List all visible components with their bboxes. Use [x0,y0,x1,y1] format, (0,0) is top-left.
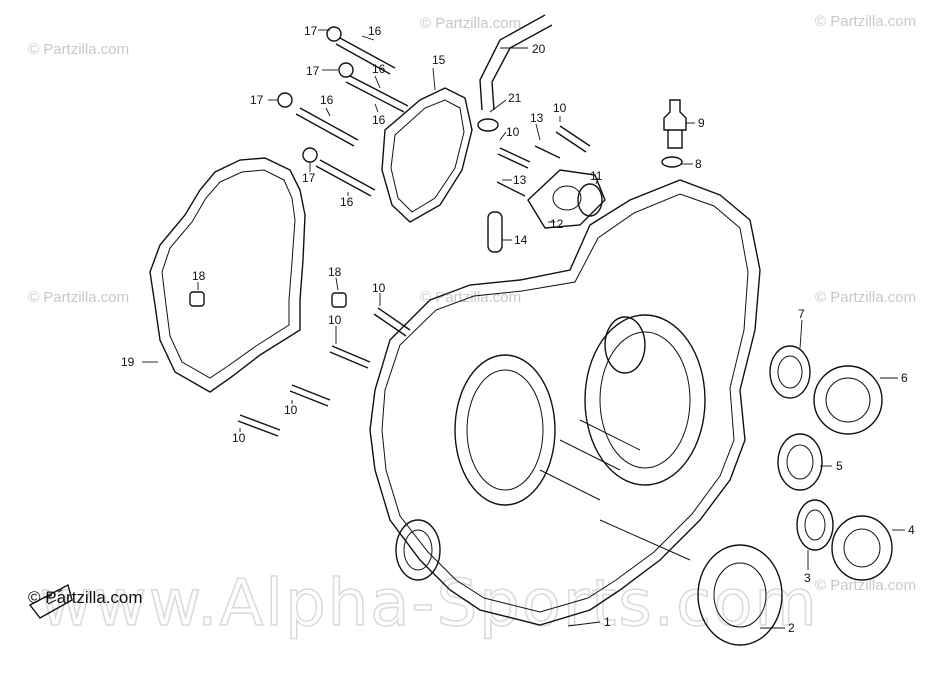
oring-11 [577,183,603,217]
callout-13: 13 [530,111,544,125]
bearing-5 [777,433,823,491]
crankcase-flange [381,193,749,613]
clamp-21 [477,118,499,132]
lower-bore-inner [403,529,433,571]
gasket-19 [149,157,306,393]
callout-18: 18 [328,265,342,279]
nut-17 [326,26,342,42]
callout-4: 4 [908,523,915,537]
bearing-4 [831,515,893,581]
bearing-6 [813,365,883,435]
bolt-group [237,125,591,437]
callout-7: 7 [798,307,805,321]
callout-17: 17 [302,171,316,185]
hose-20 [479,14,553,111]
sensor-9 [663,99,687,149]
cylinder-bore-inner [466,369,544,491]
callout-9: 9 [698,116,705,130]
watermark-text: © Partzilla.com [420,15,521,32]
seal-7 [769,345,811,399]
callout-1: 1 [604,615,611,629]
callout-18: 18 [192,269,206,283]
callout-10: 10 [328,313,342,327]
washer-8 [661,156,683,168]
callout-13: 13 [513,173,527,187]
bearing-group [697,345,893,646]
gasket-15 [381,87,473,223]
callout-10: 10 [553,101,567,115]
watermark-text: © Partzilla.com [815,289,916,306]
watermark-group: © Partzilla.com © Partzilla.com © Partzi… [28,13,916,642]
crank-bore [584,314,706,486]
pipe-14 [487,211,503,253]
seal-2 [697,544,783,646]
gasket-15-inner [390,99,465,213]
callout-10: 10 [372,281,386,295]
watermark-text: © Partzilla.com [28,289,129,306]
callout-16: 16 [368,24,382,38]
big-watermark-text: www.Alpha-Sports.com [40,567,819,641]
watermark-text: © Partzilla.com [815,577,916,594]
callout-6: 6 [901,371,908,385]
gasket-19-inner [161,169,296,379]
dowel-18 [189,291,205,307]
dowel-18 [331,292,347,308]
nut-17 [277,92,293,108]
callout-2: 2 [788,621,795,635]
callout-20: 20 [532,42,546,56]
callout-8: 8 [695,157,702,171]
front-arrow-icon [28,583,73,619]
seal-3 [796,499,834,551]
callout-16: 16 [320,93,334,107]
callout-19: 19 [121,355,135,369]
crank-bore-inner [599,331,691,469]
watermark-text: © Partzilla.com [28,41,129,58]
copyright-text: © Partzilla.com [28,588,143,607]
callout-labels: 17 16 20 15 17 16 17 16 16 21 10 13 10 9… [121,24,915,635]
cover-12 [527,169,606,229]
callout-16: 16 [340,195,354,209]
callout-17: 17 [250,93,264,107]
cylinder-bore [454,354,556,506]
stud-group [277,26,409,197]
lower-bore [395,519,441,581]
callout-10: 10 [506,125,520,139]
callout-10: 10 [232,431,246,445]
callout-17: 17 [304,24,318,38]
callout-11: 11 [590,169,603,183]
callout-16: 16 [372,113,386,127]
callout-16: 16 [372,62,386,76]
callout-12: 12 [550,217,564,231]
crankcase-main [369,179,761,626]
callout-14: 14 [514,233,528,247]
cover-12-boss [552,185,582,211]
callout-21: 21 [508,91,522,105]
nut-17 [338,62,354,78]
callout-3: 3 [804,571,811,585]
nut-17 [302,147,318,163]
port-ring [604,316,646,374]
crankcase-rib [539,419,691,561]
callout-5: 5 [836,459,843,473]
callout-17: 17 [306,64,320,78]
watermark-text: © Partzilla.com [815,13,916,30]
callout-15: 15 [432,53,446,67]
callout-10: 10 [284,403,298,417]
leader-lines [142,29,905,629]
